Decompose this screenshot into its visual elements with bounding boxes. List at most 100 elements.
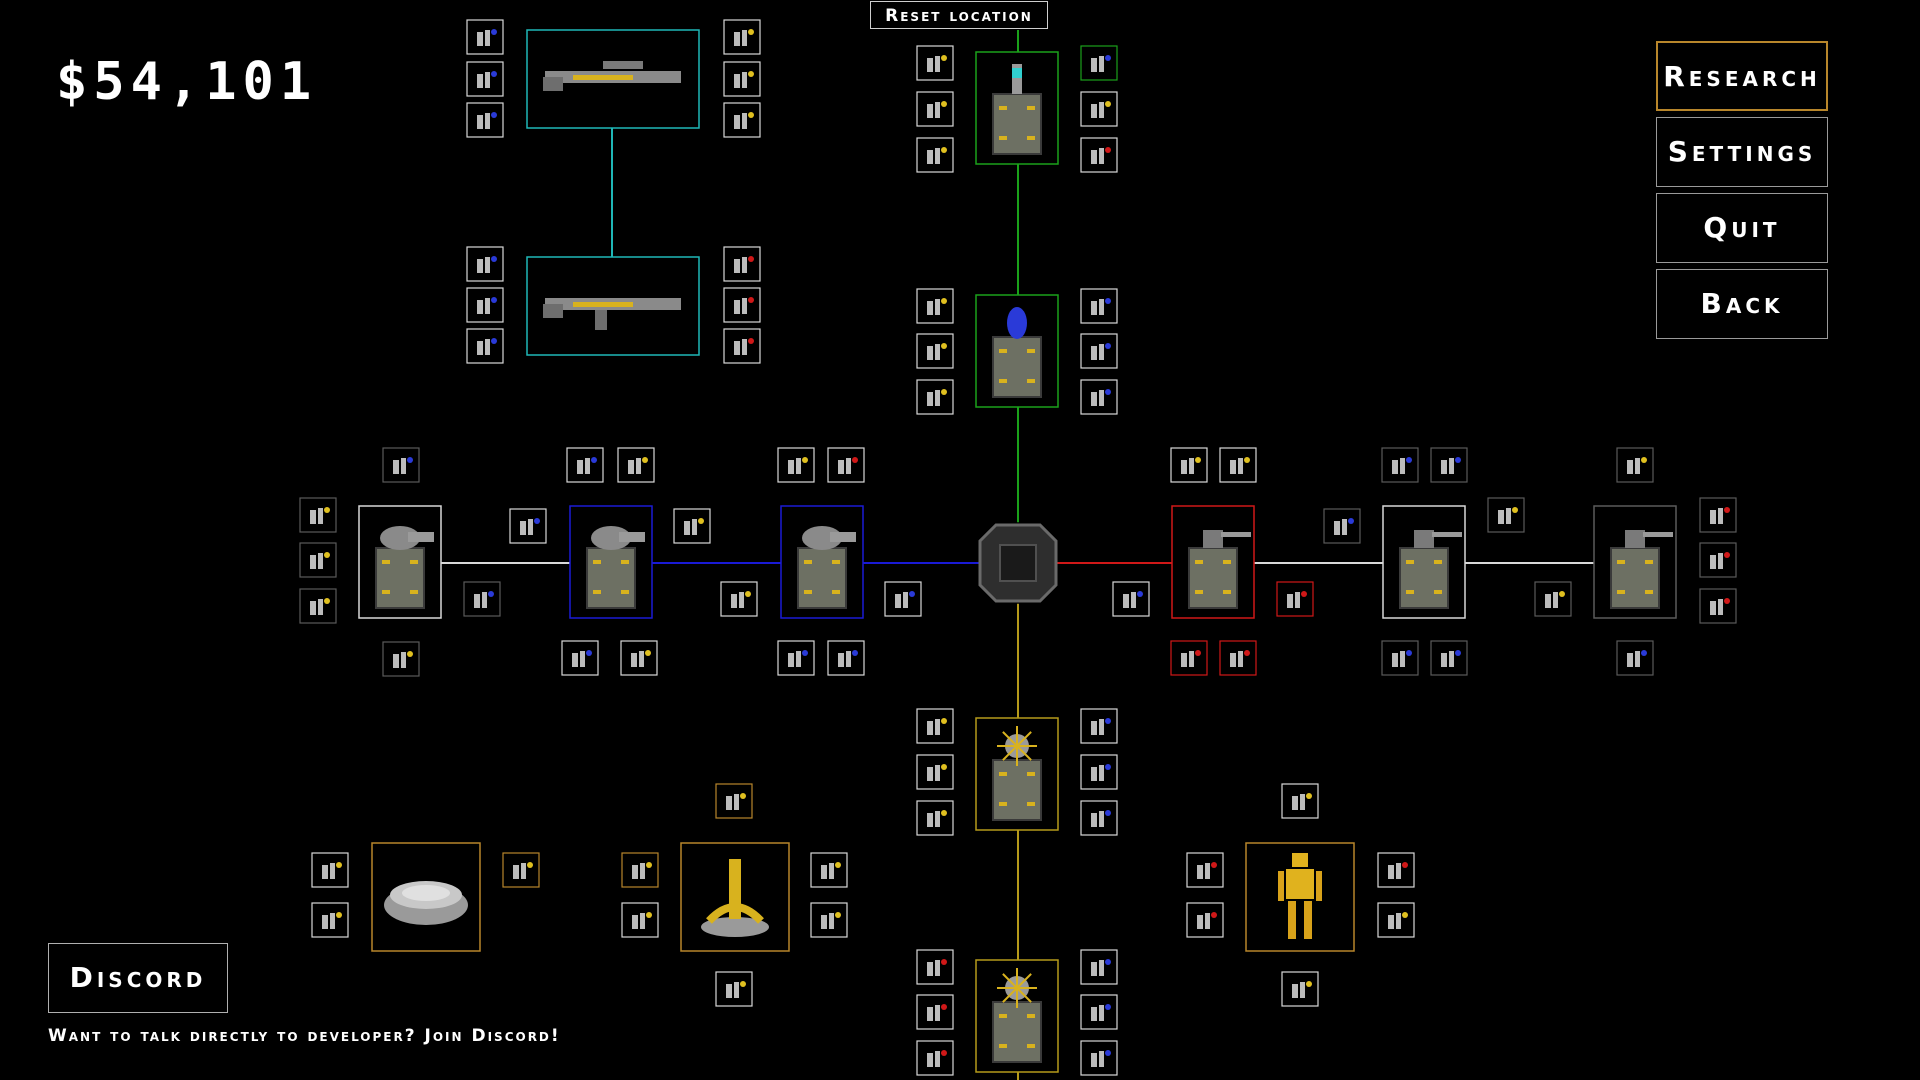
- back-button[interactable]: Back: [1656, 269, 1828, 339]
- discord-button[interactable]: Discord: [48, 943, 228, 1013]
- upgrade-slot-icon[interactable]: [1699, 588, 1737, 624]
- upgrade-slot-icon[interactable]: [916, 379, 954, 415]
- upgrade-slot-icon[interactable]: [810, 852, 848, 888]
- upgrade-slot-icon[interactable]: [1080, 333, 1118, 369]
- upgrade-slot-icon[interactable]: [777, 640, 815, 676]
- settings-button[interactable]: Settings: [1656, 117, 1828, 187]
- upgrade-slot-icon[interactable]: [916, 994, 954, 1030]
- upgrade-slot-icon[interactable]: [466, 19, 504, 55]
- reset-location-button[interactable]: Reset location: [870, 1, 1048, 29]
- upgrade-slot-icon[interactable]: [916, 91, 954, 127]
- gatling-upgrade-node[interactable]: [1593, 505, 1677, 619]
- upgrade-slot-icon[interactable]: [566, 447, 604, 483]
- cannon-upgrade-node[interactable]: [569, 505, 653, 619]
- upgrade-slot-icon[interactable]: [1381, 640, 1419, 676]
- upgrade-slot-icon[interactable]: [1080, 708, 1118, 744]
- upgrade-slot-icon[interactable]: [1080, 91, 1118, 127]
- upgrade-slot-icon[interactable]: [777, 447, 815, 483]
- upgrade-slot-icon[interactable]: [621, 852, 659, 888]
- upgrade-slot-icon[interactable]: [466, 246, 504, 282]
- upgrade-slot-icon[interactable]: [916, 137, 954, 173]
- upgrade-slot-icon[interactable]: [311, 902, 349, 938]
- hub-upgrade-node[interactable]: [978, 522, 1058, 604]
- upgrade-slot-icon[interactable]: [1080, 994, 1118, 1030]
- upgrade-slot-icon[interactable]: [617, 447, 655, 483]
- upgrade-slot-icon[interactable]: [1381, 447, 1419, 483]
- upgrade-slot-icon[interactable]: [723, 328, 761, 364]
- upgrade-slot-icon[interactable]: [1377, 852, 1415, 888]
- gatling-upgrade-node[interactable]: [1382, 505, 1466, 619]
- upgrade-slot-icon[interactable]: [916, 708, 954, 744]
- upgrade-slot-icon[interactable]: [916, 800, 954, 836]
- upgrade-slot-icon[interactable]: [916, 45, 954, 81]
- upgrade-slot-icon[interactable]: [1080, 288, 1118, 324]
- upgrade-slot-icon[interactable]: [1276, 581, 1314, 617]
- upgrade-slot-icon[interactable]: [715, 971, 753, 1007]
- upgrade-slot-icon[interactable]: [1323, 508, 1361, 544]
- drill-upgrade-node[interactable]: [680, 842, 790, 952]
- upgrade-slot-icon[interactable]: [715, 783, 753, 819]
- upgrade-slot-icon[interactable]: [1080, 754, 1118, 790]
- cannon-upgrade-node[interactable]: [780, 505, 864, 619]
- upgrade-slot-icon[interactable]: [1080, 800, 1118, 836]
- upgrade-slot-icon[interactable]: [1699, 497, 1737, 533]
- upgrade-slot-icon[interactable]: [1219, 640, 1257, 676]
- upgrade-slot-icon[interactable]: [1080, 949, 1118, 985]
- upgrade-slot-icon[interactable]: [723, 287, 761, 323]
- rifle-upgrade-node[interactable]: [526, 256, 700, 356]
- upgrade-slot-icon[interactable]: [1487, 497, 1525, 533]
- upgrade-slot-icon[interactable]: [1080, 1040, 1118, 1076]
- upgrade-slot-icon[interactable]: [620, 640, 658, 676]
- upgrade-slot-icon[interactable]: [382, 641, 420, 677]
- upgrade-slot-icon[interactable]: [723, 246, 761, 282]
- quit-button[interactable]: Quit: [1656, 193, 1828, 263]
- upgrade-slot-icon[interactable]: [1080, 137, 1118, 173]
- upgrade-slot-icon[interactable]: [1430, 447, 1468, 483]
- dome-upgrade-node[interactable]: [371, 842, 481, 952]
- upgrade-slot-icon[interactable]: [827, 640, 865, 676]
- upgrade-slot-icon[interactable]: [1170, 640, 1208, 676]
- upgrade-slot-icon[interactable]: [827, 447, 865, 483]
- upgrade-slot-icon[interactable]: [1080, 45, 1118, 81]
- upgrade-slot-icon[interactable]: [723, 102, 761, 138]
- robot-upgrade-node[interactable]: [1245, 842, 1355, 952]
- upgrade-slot-icon[interactable]: [1170, 447, 1208, 483]
- upgrade-slot-icon[interactable]: [466, 328, 504, 364]
- upgrade-slot-icon[interactable]: [723, 61, 761, 97]
- upgrade-slot-icon[interactable]: [1616, 640, 1654, 676]
- upgrade-slot-icon[interactable]: [1186, 852, 1224, 888]
- gatling-upgrade-node[interactable]: [1171, 505, 1255, 619]
- upgrade-slot-icon[interactable]: [621, 902, 659, 938]
- upgrade-slot-icon[interactable]: [1699, 542, 1737, 578]
- upgrade-slot-icon[interactable]: [463, 581, 501, 617]
- upgrade-slot-icon[interactable]: [1219, 447, 1257, 483]
- upgrade-slot-icon[interactable]: [299, 588, 337, 624]
- upgrade-slot-icon[interactable]: [1112, 581, 1150, 617]
- upgrade-slot-icon[interactable]: [1430, 640, 1468, 676]
- upgrade-slot-icon[interactable]: [673, 508, 711, 544]
- tesla-upgrade-node[interactable]: [975, 51, 1059, 165]
- upgrade-slot-icon[interactable]: [810, 902, 848, 938]
- upgrade-slot-icon[interactable]: [311, 852, 349, 888]
- upgrade-slot-icon[interactable]: [502, 852, 540, 888]
- upgrade-slot-icon[interactable]: [916, 949, 954, 985]
- upgrade-slot-icon[interactable]: [916, 754, 954, 790]
- upgrade-slot-icon[interactable]: [299, 542, 337, 578]
- upgrade-slot-icon[interactable]: [1281, 783, 1319, 819]
- cannon-upgrade-node[interactable]: [358, 505, 442, 619]
- upgrade-slot-icon[interactable]: [1534, 581, 1572, 617]
- spike-upgrade-node[interactable]: [975, 959, 1059, 1073]
- upgrade-slot-icon[interactable]: [466, 287, 504, 323]
- upgrade-slot-icon[interactable]: [1281, 971, 1319, 1007]
- upgrade-slot-icon[interactable]: [916, 333, 954, 369]
- upgrade-slot-icon[interactable]: [1616, 447, 1654, 483]
- upgrade-slot-icon[interactable]: [466, 61, 504, 97]
- upgrade-slot-icon[interactable]: [720, 581, 758, 617]
- spike-upgrade-node[interactable]: [975, 717, 1059, 831]
- upgrade-slot-icon[interactable]: [466, 102, 504, 138]
- upgrade-slot-icon[interactable]: [1186, 902, 1224, 938]
- upgrade-slot-icon[interactable]: [299, 497, 337, 533]
- upgrade-slot-icon[interactable]: [382, 447, 420, 483]
- upgrade-slot-icon[interactable]: [1080, 379, 1118, 415]
- upgrade-slot-icon[interactable]: [916, 288, 954, 324]
